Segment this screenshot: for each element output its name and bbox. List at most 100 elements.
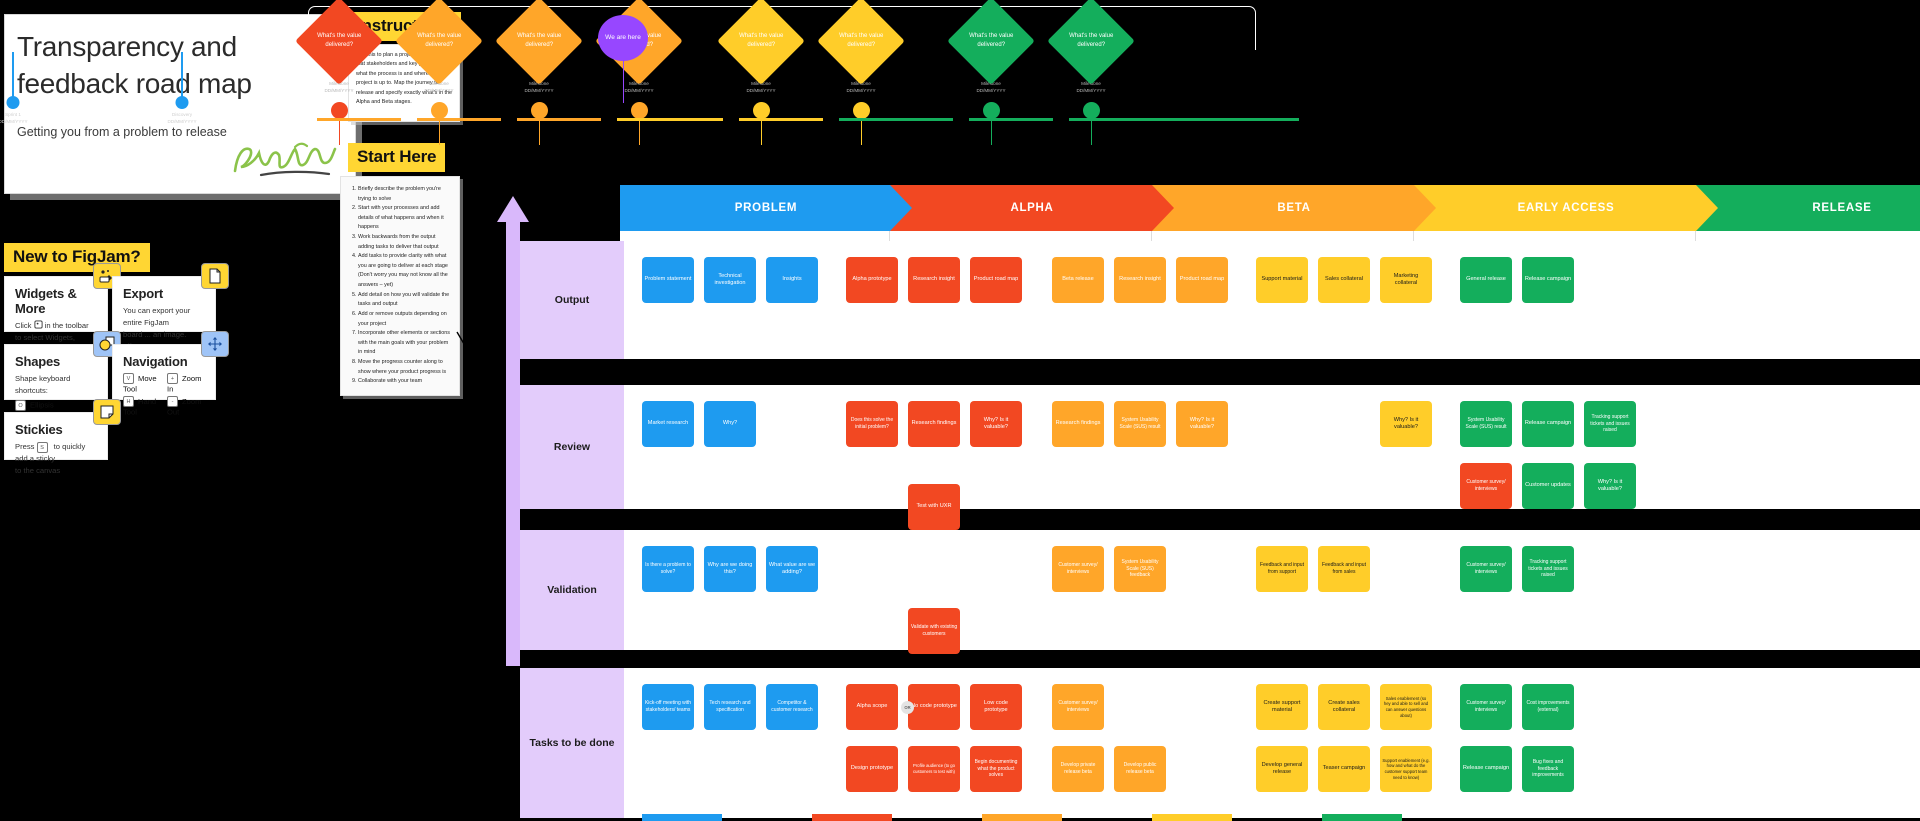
pin-stem (181, 52, 183, 98)
lane-card[interactable]: No code prototype (908, 684, 960, 730)
lane-card[interactable]: Beta release (1052, 257, 1104, 303)
milestone[interactable]: What's the value delivered?MilestoneDD/M… (717, 0, 805, 145)
lane-card[interactable]: Research insight (1114, 257, 1166, 303)
swimlane-label: Output (520, 241, 624, 359)
figjam-card-title: Stickies (15, 422, 63, 437)
lane-card[interactable]: Customer updates (1522, 463, 1574, 509)
lane-card[interactable]: Develop general release (1256, 746, 1308, 792)
milestone[interactable]: What's the value delivered?MilestoneDD/M… (817, 0, 905, 145)
lane-card[interactable]: Test with UXR (908, 484, 960, 530)
lane-card[interactable]: Product road map (970, 257, 1022, 303)
lane-card[interactable]: Technical investigation (704, 257, 756, 303)
marker-bubble: We are here (598, 15, 648, 61)
lane-card[interactable]: Research findings (1052, 401, 1104, 447)
lane-card[interactable]: Tracking support tickets and issues rais… (1584, 401, 1636, 447)
figjam-card-stickies[interactable]: Stickies Press S to quickly add a sticky… (4, 399, 121, 475)
lane-card[interactable]: Bug fixes and feedback improvements (1522, 746, 1574, 792)
lane-card[interactable]: What value are we adding? (766, 546, 818, 592)
lane-card[interactable]: Feedback and input from support (1256, 546, 1308, 592)
phase-banner-early-access[interactable]: EARLY ACCESS (1414, 185, 1718, 231)
lane-card[interactable]: Marketing collateral (1380, 257, 1432, 303)
lane-card[interactable]: System Usability Scale (SUS) result (1460, 401, 1512, 447)
lane-card[interactable]: Tech research and specification (704, 684, 756, 730)
lane-card[interactable]: Market research (642, 401, 694, 447)
lane-card[interactable]: System Usability Scale (SUS) feedback (1114, 546, 1166, 592)
figjam-card-export[interactable]: Export You can export your entire FigJam… (112, 263, 229, 351)
lane-card[interactable]: Research insight (908, 257, 960, 303)
phase-banner-release[interactable]: RELEASE (1696, 185, 1920, 231)
lane-card[interactable]: Begin documenting what the product solve… (970, 746, 1022, 792)
lane-card[interactable]: General release (1460, 257, 1512, 303)
lane-card[interactable]: Sales collateral (1318, 257, 1370, 303)
lane-card[interactable]: Does this solve the initial problem? (846, 401, 898, 447)
lane-card[interactable]: Research findings (908, 401, 960, 447)
figjam-card-widgets[interactable]: Widgets & More Click in the toolbar to s… (4, 263, 121, 354)
lane-card[interactable]: Support enablement (e.g. how and what do… (1380, 746, 1432, 792)
milestone-connector (839, 118, 953, 121)
lane-card[interactable]: Create sales collateral (1318, 684, 1370, 730)
lane-card[interactable]: Customer survey/ interviews (1460, 463, 1512, 509)
lane-card[interactable]: Customer survey/ interviews (1052, 546, 1104, 592)
milestone[interactable]: What's the value delivered?MilestoneDD/M… (947, 0, 1035, 145)
lane-card[interactable]: Alpha prototype (846, 257, 898, 303)
lane-card[interactable]: Cost improvements (external) (1522, 684, 1574, 730)
lane-card-text: Why? Is it valuable? (1393, 416, 1419, 430)
lane-card[interactable]: Low code prototype (970, 684, 1022, 730)
milestone[interactable]: What's the value delivered?MilestoneDD/M… (495, 0, 583, 145)
lane-card[interactable]: Release campaign (1460, 746, 1512, 792)
we-are-here-marker[interactable]: We are here (598, 15, 648, 103)
lane-card[interactable]: Feedback and input from sales (1318, 546, 1370, 592)
lane-card[interactable]: Support material (1256, 257, 1308, 303)
lane-card[interactable]: Develop private release beta (1052, 746, 1104, 792)
lane-card[interactable]: Product road map (1176, 257, 1228, 303)
lane-card[interactable]: Teaser campaign (1318, 746, 1370, 792)
progress-arrow[interactable] (495, 196, 531, 666)
lane-card[interactable]: Release campaign (1522, 401, 1574, 447)
lane-card[interactable]: Why? Is it valuable? (970, 401, 1022, 447)
lane-card[interactable]: Design prototype (846, 746, 898, 792)
lane-card-text: Customer survey/ interviews (1466, 562, 1506, 575)
lane-card-text: Create sales collateral (1328, 699, 1360, 713)
lane-card[interactable]: Sales enablement (so hey and able to sel… (1380, 684, 1432, 730)
phase-banner-beta[interactable]: BETA (1152, 185, 1436, 231)
lane-card[interactable]: Customer survey/ interviews (1460, 684, 1512, 730)
lane-card[interactable]: Kick-off meeting with stakeholders/ team… (642, 684, 694, 730)
lane-card[interactable]: Why? Is it valuable? (1584, 463, 1636, 509)
lane-card-text: Why are we doing this? (707, 561, 753, 575)
lane-card[interactable]: Insights (766, 257, 818, 303)
lane-card[interactable]: Why? (704, 401, 756, 447)
milestone[interactable]: What's the value delivered?MilestoneDD/M… (395, 0, 483, 145)
start-here-step: Add or remove outputs depending on your … (358, 310, 451, 329)
key-cap: O (15, 399, 26, 411)
lane-card[interactable]: Develop public release beta (1114, 746, 1166, 792)
lane-card[interactable]: Customer survey/ interviews (1460, 546, 1512, 592)
milestone[interactable]: What's the value delivered?MilestoneDD/M… (295, 0, 383, 145)
lane-card[interactable]: Tracking support tickets and issues rais… (1522, 546, 1574, 592)
lane-card[interactable]: Competitor & customer research (766, 684, 818, 730)
lane-card[interactable]: Why? Is it valuable? (1176, 401, 1228, 447)
lane-card[interactable]: Is there a problem to solve? (642, 546, 694, 592)
lane-card-text: Release campaign (1462, 765, 1510, 772)
lane-card-text: Design prototype (850, 765, 894, 772)
lane-card[interactable]: Why? Is it valuable? (1380, 401, 1432, 447)
milestone[interactable]: What's the value delivered?MilestoneDD/M… (1047, 0, 1135, 145)
lane-card[interactable]: Profile audience (to go customers to tes… (908, 746, 960, 792)
lane-card-text: Why? (722, 420, 738, 427)
lane-card[interactable]: Customer survey/ interviews (1052, 684, 1104, 730)
phase-banner-problem[interactable]: PROBLEM (620, 185, 912, 231)
marker-tail (623, 59, 624, 103)
lane-card[interactable]: Alpha scope (846, 684, 898, 730)
phase-banner-alpha[interactable]: ALPHA (890, 185, 1174, 231)
lane-card[interactable]: Validate with existing customers (908, 608, 960, 654)
lane-card[interactable]: System Usability Scale (SUS) result (1114, 401, 1166, 447)
export-file-icon (201, 263, 229, 289)
lane-card[interactable]: Create support material (1256, 684, 1308, 730)
milestone[interactable]: What's the value delivered?MilestoneDD/M… (595, 0, 683, 145)
lane-card[interactable]: Release campaign (1522, 257, 1574, 303)
lane-card[interactable]: Why are we doing this? (704, 546, 756, 592)
lane-card[interactable]: Problem statement (642, 257, 694, 303)
